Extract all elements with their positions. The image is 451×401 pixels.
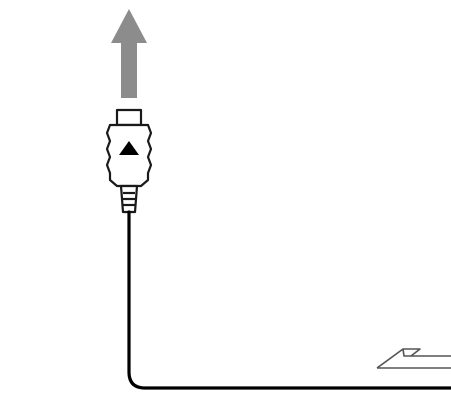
triangle-up-icon: [119, 141, 139, 155]
cable-line: [127, 210, 451, 390]
hand-pointer-outline-icon: [376, 348, 451, 369]
arrow-up-icon: [111, 9, 147, 98]
connector-plug-icon: [105, 108, 153, 214]
